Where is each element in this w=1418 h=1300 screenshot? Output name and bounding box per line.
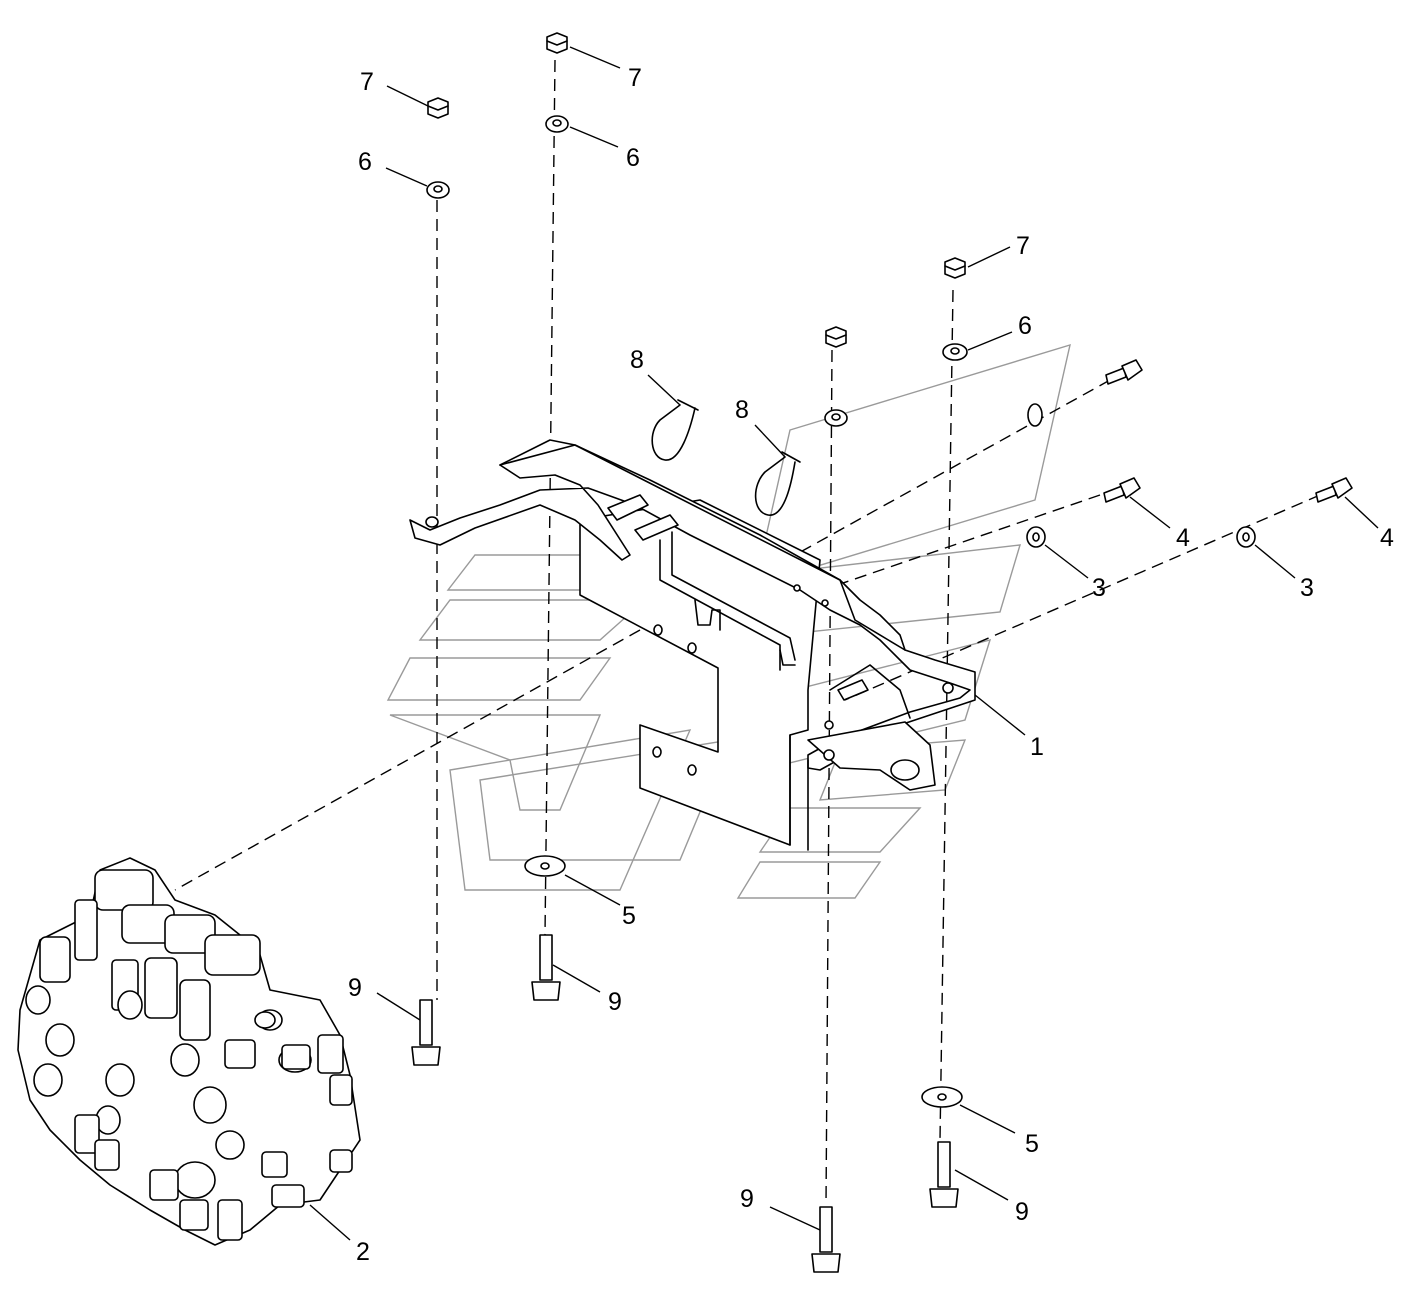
callout-1: 1 <box>1030 733 1044 761</box>
callout-7-top-left: 7 <box>360 68 374 96</box>
callout-9-right: 9 <box>1015 1198 1029 1226</box>
mounting-bracket <box>409 439 976 851</box>
callout-9-center: 9 <box>608 988 622 1016</box>
callout-3-a: 3 <box>1092 574 1106 602</box>
hex-nut-top-left <box>427 97 449 119</box>
flange-bolt-left <box>411 999 441 1066</box>
callout-9-bottom: 9 <box>740 1185 754 1213</box>
flat-washer-center <box>524 855 566 877</box>
callout-8-left: 8 <box>630 346 644 374</box>
cable-tie-right <box>754 451 801 516</box>
callout-8-right: 8 <box>735 396 749 424</box>
lock-washer-a <box>1026 526 1046 548</box>
callout-5-center: 5 <box>622 902 636 930</box>
washer-side <box>1027 403 1043 427</box>
callout-7-top-center: 7 <box>628 64 642 92</box>
callout-9-left: 9 <box>348 974 362 1002</box>
leader-lines <box>309 46 1379 1241</box>
callout-5-right: 5 <box>1025 1130 1039 1158</box>
flange-bolt-right <box>929 1141 959 1208</box>
callout-6-top-left: 6 <box>358 148 372 176</box>
washer-right <box>942 343 968 361</box>
callout-4-b: 4 <box>1380 524 1394 552</box>
hex-nut-top-center <box>546 32 568 54</box>
washer-center <box>824 409 848 427</box>
callout-2: 2 <box>356 1238 370 1266</box>
lock-washer-b <box>1236 526 1256 548</box>
hex-nut-right <box>944 257 966 279</box>
callout-6-top-center: 6 <box>626 144 640 172</box>
callout-4-a: 4 <box>1176 524 1190 552</box>
flat-washer-right <box>921 1086 963 1108</box>
cable-tie-left <box>651 399 699 461</box>
side-bolt-a <box>1103 477 1141 503</box>
flange-bolt-center <box>531 934 561 1001</box>
callout-7-right: 7 <box>1016 232 1030 260</box>
washer-left <box>426 181 450 199</box>
side-bolt-top <box>1105 359 1143 385</box>
callout-6-right: 6 <box>1018 312 1032 340</box>
hex-nut-center <box>825 326 847 348</box>
washer-top-center <box>545 115 569 133</box>
callout-3-b: 3 <box>1300 574 1314 602</box>
side-bolt-b <box>1315 477 1353 503</box>
callout-labels: 7 7 6 6 7 6 8 8 4 4 3 3 1 5 9 9 5 9 9 2 <box>348 64 1394 1266</box>
flange-bolt-bottom <box>811 1206 841 1273</box>
control-valve-block <box>17 857 361 1246</box>
